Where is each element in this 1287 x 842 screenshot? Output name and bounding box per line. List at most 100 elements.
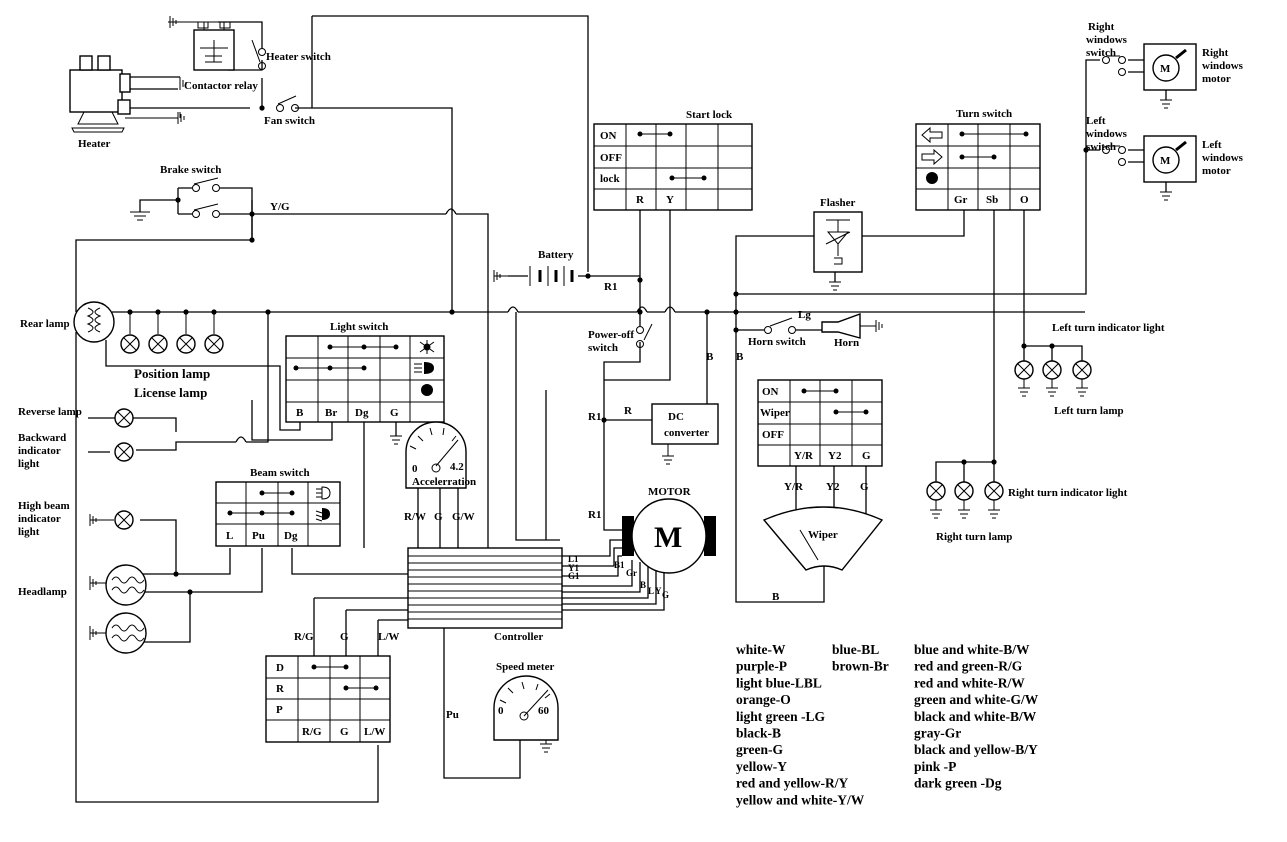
backward-indicator-label-1: Backward: [18, 432, 66, 444]
gear-rg-label: R/G: [294, 631, 314, 643]
motor-m: M: [654, 521, 682, 554]
wiper-yr-label: Y/R: [784, 481, 804, 493]
headlamp-upper: [89, 564, 147, 606]
gear-footer-2: L/W: [364, 726, 385, 738]
power-off-label-2: switch: [588, 342, 618, 354]
left-wm-1: Left: [1202, 139, 1222, 151]
start-row-2: lock: [600, 173, 620, 185]
r1-label-low: R1: [588, 509, 601, 521]
beam-switch-label: Beam switch: [250, 467, 310, 479]
right-ws-1: Right: [1088, 21, 1115, 33]
horn-label: Horn: [834, 337, 859, 349]
light-footer-2: Dg: [355, 407, 369, 419]
rear-lamp-group: Rear lamp Position lamp License lamp: [20, 301, 224, 400]
right-windows: Right windows switch M Right windows mot…: [1086, 21, 1244, 109]
contactor-relay-label: Contactor relay: [184, 80, 258, 92]
heater-switch-label: Heater switch: [266, 51, 331, 63]
start-lock[interactable]: Start lock ON OFF lock R Y: [593, 109, 753, 211]
turn-switch[interactable]: Turn switch Gr Sb O: [915, 108, 1041, 211]
legend-entry: brown-Br: [832, 659, 889, 674]
yg-label: Y/G: [270, 201, 290, 213]
legend-entry: dark green -Dg: [914, 776, 1002, 791]
speed-max: 60: [538, 705, 550, 717]
start-row-1: OFF: [600, 152, 622, 164]
legend-entry: pink -P: [914, 759, 956, 774]
heater-label: Heater: [78, 138, 110, 150]
wiper-y2-label: Y2: [826, 481, 840, 493]
speed-meter: Speed meter 0 60 Pu: [446, 661, 559, 753]
gear-g-label: G: [340, 631, 349, 643]
right-ws-3: switch: [1086, 47, 1116, 59]
headlamp-label: Headlamp: [18, 586, 67, 598]
right-ws-2: windows: [1086, 34, 1128, 46]
high-beam-label-3: light: [18, 526, 40, 538]
battery-label: Battery: [538, 249, 574, 261]
battery: Battery R1: [493, 249, 617, 293]
accel-label: Accelerration: [412, 476, 476, 488]
wiper-switch[interactable]: ON Wiper OFF Y/R Y2 G Y/R Y2 G: [757, 379, 883, 493]
light-switch[interactable]: Light switch B Br Dg G: [285, 321, 445, 445]
lw-motor-m: M: [1160, 155, 1171, 167]
backward-indicator-label-3: light: [18, 458, 40, 470]
headlamp-lower: [89, 612, 147, 654]
brake-switch-label: Brake switch: [160, 164, 221, 176]
beam-footer-2: Dg: [284, 530, 298, 542]
b-label-dc: B: [706, 351, 714, 363]
pin-g1: G1: [568, 571, 580, 581]
gear-switch[interactable]: R/G G L/W D R P R/G G L/W: [265, 631, 399, 743]
rear-lamp-label: Rear lamp: [20, 318, 70, 330]
rw-motor-m: M: [1160, 63, 1171, 75]
dc-label-2: converter: [664, 427, 709, 439]
flasher-label: Flasher: [820, 197, 856, 209]
pin-b: B: [640, 580, 646, 590]
wiper-footer-1: Y2: [828, 450, 842, 462]
controller: Controller L1 Y1 G1 B1 Gr B L Y G: [407, 547, 669, 643]
fan-switch-label: Fan switch: [264, 115, 315, 127]
wiper-g-label: G: [860, 481, 869, 493]
legend-entry: red and green-R/G: [914, 659, 1023, 674]
wiper-footer-0: Y/R: [794, 450, 814, 462]
legend-entry: light blue-LBL: [736, 675, 822, 690]
accelerator[interactable]: 0 4.2 Accelerration R/W G G/W: [404, 421, 476, 523]
high-beam-icon: [316, 486, 331, 500]
left-arrow-icon: [921, 126, 943, 144]
sun-icon: [419, 340, 435, 354]
controller-label: Controller: [494, 631, 543, 643]
left-wm-3: motor: [1202, 165, 1231, 177]
accel-max: 4.2: [450, 461, 464, 473]
pu-label: Pu: [446, 709, 459, 721]
off-dot-turn-icon: [926, 172, 938, 184]
backward-indicator-label-2: indicator: [18, 445, 61, 457]
right-arrow-icon: [921, 148, 943, 166]
power-off-switch[interactable]: Power-off switch: [588, 323, 653, 354]
left-turn-indicator-label: Left turn indicator light: [1052, 322, 1165, 334]
wiper-row-0: ON: [762, 386, 779, 398]
right-wm-1: Right: [1202, 47, 1229, 59]
left-wm-2: windows: [1202, 152, 1244, 164]
reverse-lamp-label: Reverse lamp: [18, 406, 82, 418]
gear-lw-label: L/W: [378, 631, 399, 643]
pin-l1: L1: [568, 554, 579, 564]
left-ws-3: switch: [1086, 141, 1116, 153]
legend-entry: white-W: [736, 642, 786, 657]
gear-row-2: P: [276, 704, 283, 716]
beam-switch[interactable]: Beam switch L Pu Dg: [215, 467, 341, 547]
turn-footer-0: Gr: [954, 194, 968, 206]
beam-footer-0: L: [226, 530, 233, 542]
light-footer-1: Br: [325, 407, 337, 419]
accel-min: 0: [412, 463, 418, 475]
dc-converter: DC converter B R R1 R1: [588, 351, 719, 521]
start-lock-label: Start lock: [686, 109, 733, 121]
legend-entry: purple-P: [736, 659, 787, 674]
right-turn-lamps: Right turn indicator light Right turn la…: [926, 481, 1128, 543]
speed-min: 0: [498, 705, 504, 717]
legend-entry: red and white-R/W: [914, 675, 1025, 690]
brake-switch[interactable]: Brake switch Y/G: [130, 164, 290, 221]
wiper-footer-2: G: [862, 450, 871, 462]
pin-y: Y: [655, 586, 662, 596]
heater-group: Heater switch Contactor relay Heater Fan…: [69, 16, 331, 150]
junction-dots: [127, 105, 1089, 595]
left-ws-1: Left: [1086, 115, 1106, 127]
